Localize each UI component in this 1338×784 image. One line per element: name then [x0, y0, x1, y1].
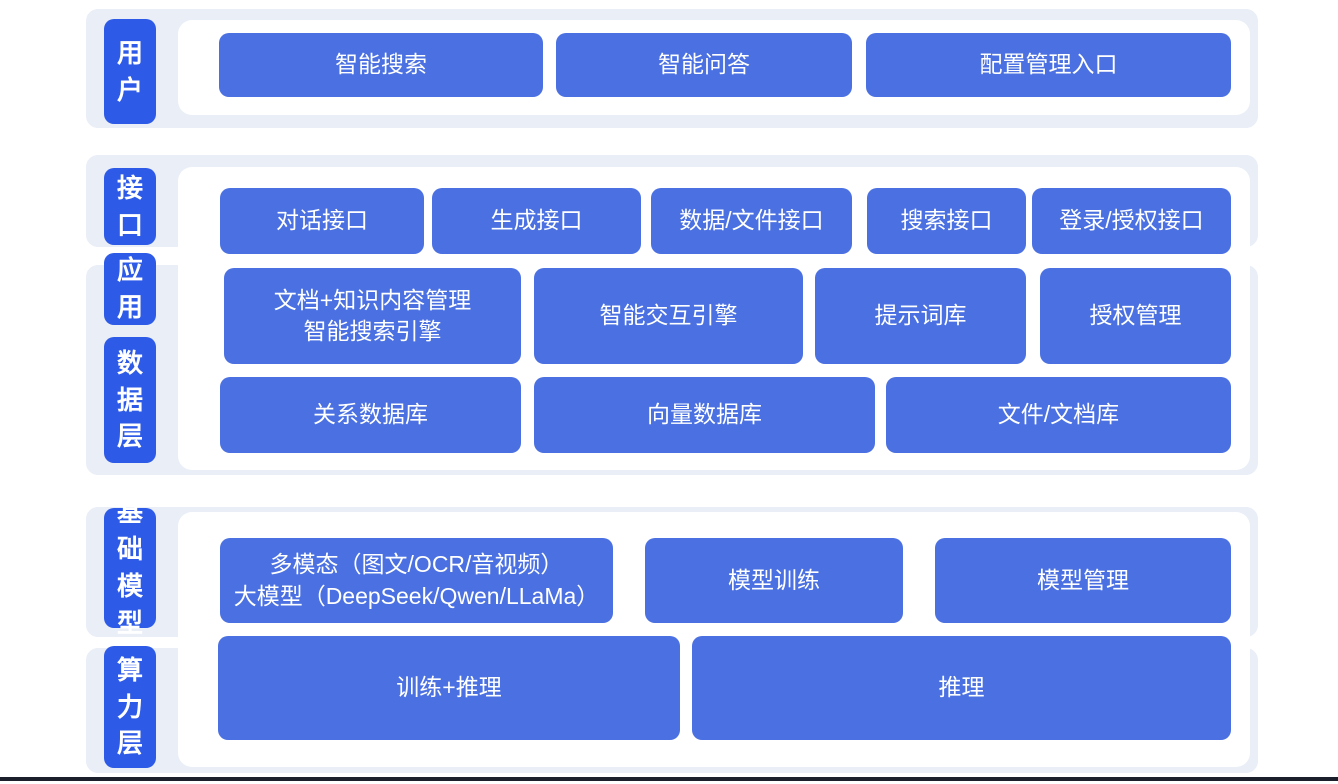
layer-label-application: 应用	[104, 253, 156, 325]
node-training-inference: 训练+推理	[218, 636, 680, 740]
layer-label-application-text: 应用	[116, 255, 143, 322]
node-data-file-api: 数据/文件接口	[651, 188, 852, 254]
node-search-api: 搜索接口	[867, 188, 1026, 254]
layer-label-data: 数据层	[104, 337, 156, 463]
node-relational-db: 关系数据库	[220, 377, 521, 453]
node-interactive-engine: 智能交互引擎	[534, 268, 803, 364]
layer-label-interface: 接口	[104, 168, 156, 245]
node-model-training: 模型训练	[645, 538, 903, 623]
layer-label-compute: 算力层	[104, 646, 156, 768]
node-inference: 推理	[692, 636, 1231, 740]
layer-label-user: 用户	[104, 19, 156, 124]
layer-label-base-model: 基础模型	[104, 497, 156, 638]
layer-label-interface-text: 接口	[116, 172, 143, 240]
node-dialog-api: 对话接口	[220, 188, 424, 254]
node-file-doc-store: 文件/文档库	[886, 377, 1231, 453]
node-auth-management: 授权管理	[1040, 268, 1231, 364]
node-login-auth-api: 登录/授权接口	[1032, 188, 1231, 254]
node-generation-api: 生成接口	[432, 188, 641, 254]
layer-label-base-model-text: 基础模型	[116, 497, 143, 638]
node-doc-knowledge-search-engine: 文档+知识内容管理 智能搜索引擎	[224, 268, 521, 364]
layer-label-user-text: 用户	[116, 37, 143, 105]
node-config-entry: 配置管理入口	[866, 33, 1231, 97]
node-vector-db: 向量数据库	[534, 377, 875, 453]
node-multimodal-llm: 多模态（图文/OCR/音视频） 大模型（DeepSeek/Qwen/LLaMa）	[220, 538, 613, 623]
bottom-edge-line	[0, 777, 1338, 781]
node-smart-qa: 智能问答	[556, 33, 852, 97]
node-prompt-library: 提示词库	[815, 268, 1026, 364]
layer-label-data-text: 数据层	[116, 347, 143, 452]
node-model-management: 模型管理	[935, 538, 1231, 623]
node-smart-search: 智能搜索	[219, 33, 543, 97]
layer-label-compute-text: 算力层	[116, 654, 143, 759]
